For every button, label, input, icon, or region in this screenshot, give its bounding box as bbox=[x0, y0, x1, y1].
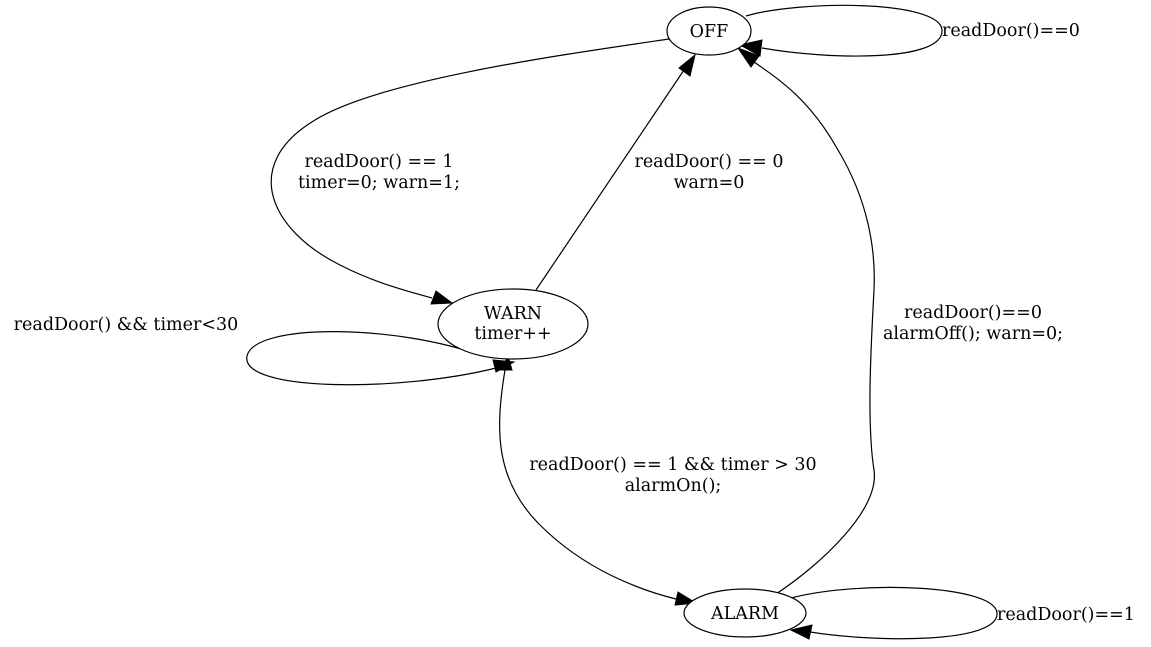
state-label-warn-action: timer++ bbox=[474, 324, 551, 344]
arrowhead bbox=[738, 39, 763, 57]
arrowhead bbox=[736, 46, 760, 68]
edge-label-off-self: readDoor()==0 bbox=[942, 21, 1080, 41]
edge-warn-self-loop: readDoor() && timer<30 bbox=[14, 315, 516, 386]
edge-label-warn-to-off-action: warn=0 bbox=[674, 173, 745, 193]
edge-alarm-to-off: readDoor()==0 alarmOff(); warn=0; bbox=[736, 46, 1063, 595]
edge-off-self-loop: readDoor()==0 bbox=[738, 4, 1080, 57]
edge-label-off-to-warn-condition: readDoor() == 1 bbox=[304, 152, 453, 172]
state-node-alarm: ALARM bbox=[683, 588, 807, 638]
edge-label-alarm-self: readDoor()==1 bbox=[997, 605, 1135, 625]
edge-warn-to-alarm: readDoor() == 1 && timer > 30 alarmOn(); bbox=[499, 354, 817, 606]
edge-label-warn-self: readDoor() && timer<30 bbox=[14, 315, 239, 335]
edge-label-off-to-warn-action: timer=0; warn=1; bbox=[298, 173, 460, 193]
edge-label-warn-to-alarm-condition: readDoor() == 1 && timer > 30 bbox=[529, 455, 816, 475]
state-label-off: OFF bbox=[690, 22, 729, 42]
state-node-warn: WARN timer++ bbox=[437, 288, 589, 360]
edge-alarm-self-loop: readDoor()==1 bbox=[789, 586, 1135, 640]
edge-warn-to-off: readDoor() == 0 warn=0 bbox=[535, 53, 784, 291]
state-label-warn: WARN bbox=[484, 304, 542, 324]
arrowhead bbox=[678, 53, 696, 77]
state-label-alarm: ALARM bbox=[710, 604, 779, 624]
edge-label-alarm-to-off-action: alarmOff(); warn=0; bbox=[883, 324, 1063, 344]
edge-off-to-warn: readDoor() == 1 timer=0; warn=1; bbox=[270, 38, 670, 305]
arrowhead bbox=[789, 624, 813, 640]
arrowhead bbox=[500, 354, 513, 371]
arrowhead bbox=[430, 290, 454, 305]
edge-label-alarm-to-off-condition: readDoor()==0 bbox=[904, 303, 1042, 323]
edge-label-warn-to-off-condition: readDoor() == 0 bbox=[634, 152, 783, 172]
state-node-off: OFF bbox=[666, 6, 752, 56]
edge-label-warn-to-alarm-action: alarmOn(); bbox=[625, 476, 722, 496]
